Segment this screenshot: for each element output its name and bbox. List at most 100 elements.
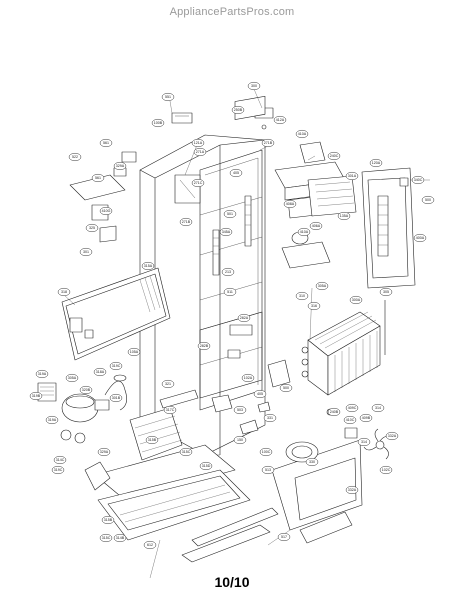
callout-c34: 511 <box>223 287 237 297</box>
svg-text:301A: 301A <box>348 174 357 178</box>
callout-c42: 282B <box>197 341 211 351</box>
callout-c55: 500 <box>279 383 293 393</box>
svg-text:412A: 412A <box>276 118 285 122</box>
svg-text:503: 503 <box>237 408 243 412</box>
callout-c36: 316 <box>307 301 321 311</box>
svg-text:271B: 271B <box>182 220 191 224</box>
callout-c21: 410G <box>99 206 113 216</box>
svg-text:305A: 305A <box>318 284 327 288</box>
callout-c80: 330 <box>305 457 319 467</box>
svg-text:513: 513 <box>265 468 271 472</box>
callout-c20: 500 <box>421 195 435 205</box>
callout-c65: 513 <box>261 465 275 475</box>
callout-c45: 305A <box>65 373 79 383</box>
callout-c23: 408A <box>283 199 297 209</box>
callout-c6: 561 <box>99 138 113 148</box>
callout-c58: 314 <box>371 403 385 413</box>
callout-c59: 315B <box>145 435 159 445</box>
svg-text:551: 551 <box>165 95 171 99</box>
svg-text:315A: 315A <box>144 264 153 268</box>
svg-text:410C: 410C <box>346 418 355 422</box>
callout-c38: 305A <box>315 281 329 291</box>
callout-c33: 213 <box>221 267 235 277</box>
svg-text:511: 511 <box>227 290 233 294</box>
callout-c47: 318A <box>93 367 107 377</box>
svg-text:102C: 102C <box>382 468 391 472</box>
svg-text:408A: 408A <box>286 202 295 206</box>
svg-text:332A: 332A <box>388 434 397 438</box>
svg-text:405: 405 <box>257 392 263 396</box>
callout-c73: 314B <box>113 533 127 543</box>
svg-text:612: 612 <box>147 543 153 547</box>
top-hinge-parts <box>113 95 274 177</box>
svg-text:271A: 271A <box>196 150 205 154</box>
callout-c19: 340C <box>411 175 425 185</box>
callout-c79: 410C <box>343 415 357 425</box>
svg-text:282A: 282A <box>240 316 249 320</box>
callout-c7: 121A <box>191 138 205 148</box>
callout-c81: 319A <box>45 415 59 425</box>
svg-text:315C: 315C <box>182 450 191 454</box>
callout-c35: 318 <box>57 287 71 297</box>
callout-c72: 315C <box>99 533 113 543</box>
callout-c60: 315C <box>179 447 193 457</box>
svg-text:100B: 100B <box>154 121 163 125</box>
svg-text:331: 331 <box>267 416 273 420</box>
svg-text:271B: 271B <box>264 141 273 145</box>
svg-text:321: 321 <box>165 382 171 386</box>
callout-c48: 320B <box>79 385 93 395</box>
svg-text:150: 150 <box>237 438 243 442</box>
svg-text:105A: 105A <box>130 350 139 354</box>
callout-c11: 240C <box>327 151 341 161</box>
callout-c2: 100B <box>151 118 165 128</box>
svg-text:310: 310 <box>299 294 305 298</box>
callout-c31: 301 <box>79 247 93 257</box>
callout-c28: 410A <box>297 227 311 237</box>
svg-text:345A: 345A <box>222 230 231 234</box>
svg-text:319B: 319B <box>32 394 41 398</box>
callout-c67: 332A <box>345 485 359 495</box>
svg-text:314: 314 <box>361 440 367 444</box>
svg-text:305A: 305A <box>68 376 77 380</box>
svg-text:317C: 317C <box>166 408 175 412</box>
svg-text:271C: 271C <box>194 181 203 185</box>
left-cover-panels <box>61 174 171 361</box>
callout-c74: 612 <box>143 540 157 550</box>
svg-text:410A: 410A <box>298 132 307 136</box>
svg-text:314C: 314C <box>56 458 65 462</box>
svg-text:240B: 240B <box>330 410 339 414</box>
callout-bubbles: 551 100B 300 250B 412A 561 121A 271A 271… <box>29 81 435 550</box>
svg-text:406A: 406A <box>312 224 321 228</box>
svg-text:316: 316 <box>311 304 317 308</box>
svg-text:300A: 300A <box>352 298 361 302</box>
callout-c13: 522 <box>68 152 82 162</box>
callout-c43: 105A <box>127 347 141 357</box>
compressor-area <box>37 374 251 541</box>
site-header: AppliancePartsPros.com <box>169 6 295 18</box>
svg-text:305: 305 <box>383 290 389 294</box>
svg-text:319C: 319C <box>112 364 121 368</box>
svg-text:329A: 329A <box>100 450 109 454</box>
callout-c76: 319C <box>51 465 65 475</box>
callout-c4: 250B <box>231 105 245 115</box>
svg-text:315C: 315C <box>102 536 111 540</box>
callout-c62: 332A <box>385 431 399 441</box>
callout-c30: 400A <box>413 233 427 243</box>
svg-text:409B: 409B <box>362 416 371 420</box>
callout-c22: 271B <box>179 217 193 227</box>
svg-text:314B: 314B <box>116 536 125 540</box>
callout-c63: 314 <box>357 437 371 447</box>
callout-c3: 300 <box>247 81 261 91</box>
callout-c8: 271A <box>193 147 207 157</box>
right-air-duct <box>361 167 416 289</box>
callout-c82: 150 <box>233 435 247 445</box>
svg-text:410A: 410A <box>300 230 309 234</box>
callout-c1: 551 <box>161 92 175 102</box>
svg-text:319A: 319A <box>48 418 57 422</box>
callout-c18: 301A <box>345 171 359 181</box>
svg-text:250B: 250B <box>234 108 243 112</box>
callout-c52: 319B <box>29 391 43 401</box>
callout-c15: 329A <box>113 161 127 171</box>
